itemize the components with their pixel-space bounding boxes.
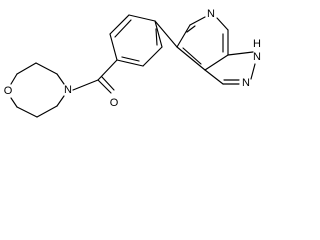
bond — [109, 33, 118, 61]
double-bond — [97, 79, 112, 94]
bond — [72, 79, 99, 91]
amide-linkage — [72, 59, 118, 94]
aromatic-inner-bond — [186, 25, 196, 33]
benzene-ring — [109, 14, 163, 67]
aromatic-inner-bond — [114, 19, 132, 38]
bond — [216, 17, 229, 31]
bond — [16, 106, 38, 118]
bond — [56, 73, 65, 85]
bond — [227, 51, 254, 56]
bond — [109, 14, 130, 35]
bond — [35, 62, 58, 75]
bond — [204, 69, 224, 85]
pyridine-ring — [176, 16, 229, 71]
bond — [142, 46, 163, 67]
bond — [176, 46, 206, 71]
aromatic-inner-bond — [155, 28, 158, 46]
chemical-structure: O N O N H N N — [4, 8, 261, 118]
bond — [250, 63, 256, 80]
aromatic-inner-bond — [182, 47, 202, 65]
bond — [36, 105, 58, 118]
bond — [10, 97, 18, 108]
double-bond — [101, 76, 115, 91]
bond — [10, 73, 18, 85]
bond — [176, 24, 191, 48]
bond — [204, 54, 229, 71]
carbonyl-oxygen-label: O — [110, 97, 119, 109]
bond — [189, 16, 206, 26]
pyrazole-ring — [204, 51, 256, 85]
bond — [56, 95, 65, 107]
pyrrole-n1-h-label: H — [253, 38, 261, 50]
bond — [154, 20, 163, 48]
pyrazole-n2-label: N — [242, 77, 250, 89]
bond — [16, 62, 37, 75]
morpholine-ring — [10, 62, 65, 118]
bond — [97, 59, 118, 81]
ring-oxygen-label: O — [4, 85, 13, 97]
biaryl-bond — [154, 20, 178, 48]
bond — [128, 14, 156, 22]
bond — [116, 59, 144, 67]
pyrrole-n1-label: N — [253, 51, 261, 63]
morpholine-nitrogen-label: N — [64, 84, 72, 96]
aromatic-inner-bond — [121, 56, 140, 62]
pyridine-nitrogen-label: N — [207, 8, 215, 20]
